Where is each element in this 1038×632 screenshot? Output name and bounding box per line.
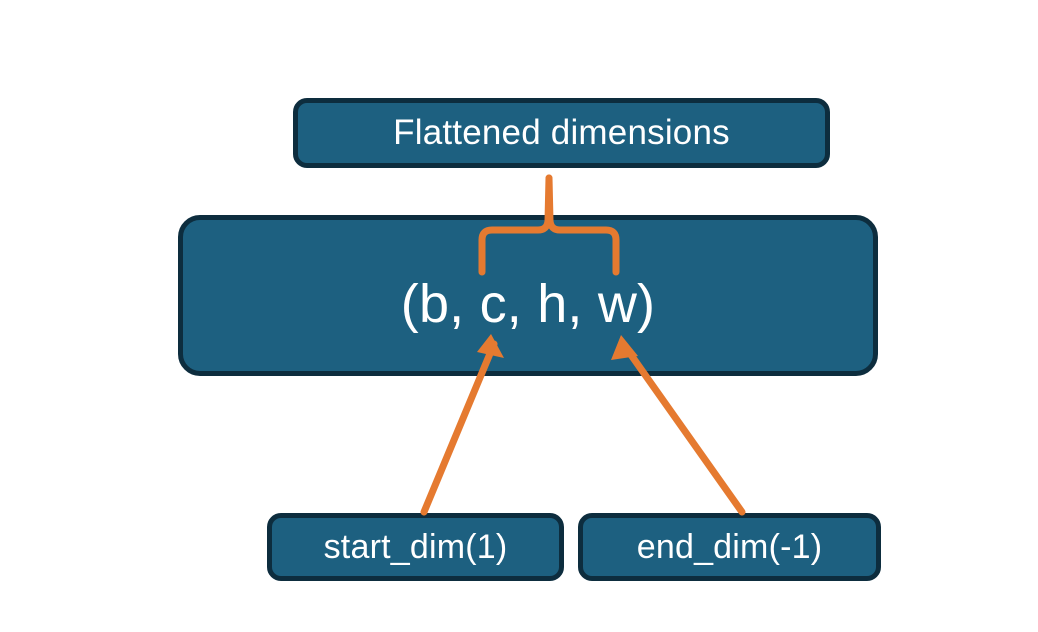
node-end-dim: end_dim(-1) <box>578 513 881 581</box>
node-tensor-shape-label: (b, c, h, w) <box>400 273 656 334</box>
node-start-dim: start_dim(1) <box>267 513 564 581</box>
node-start-dim-label: start_dim(1) <box>323 527 508 566</box>
node-flattened-dimensions-label: Flattened dimensions <box>393 113 730 152</box>
node-end-dim-label: end_dim(-1) <box>636 527 823 566</box>
node-tensor-shape: (b, c, h, w) <box>178 215 878 376</box>
node-flattened-dimensions: Flattened dimensions <box>293 98 830 168</box>
